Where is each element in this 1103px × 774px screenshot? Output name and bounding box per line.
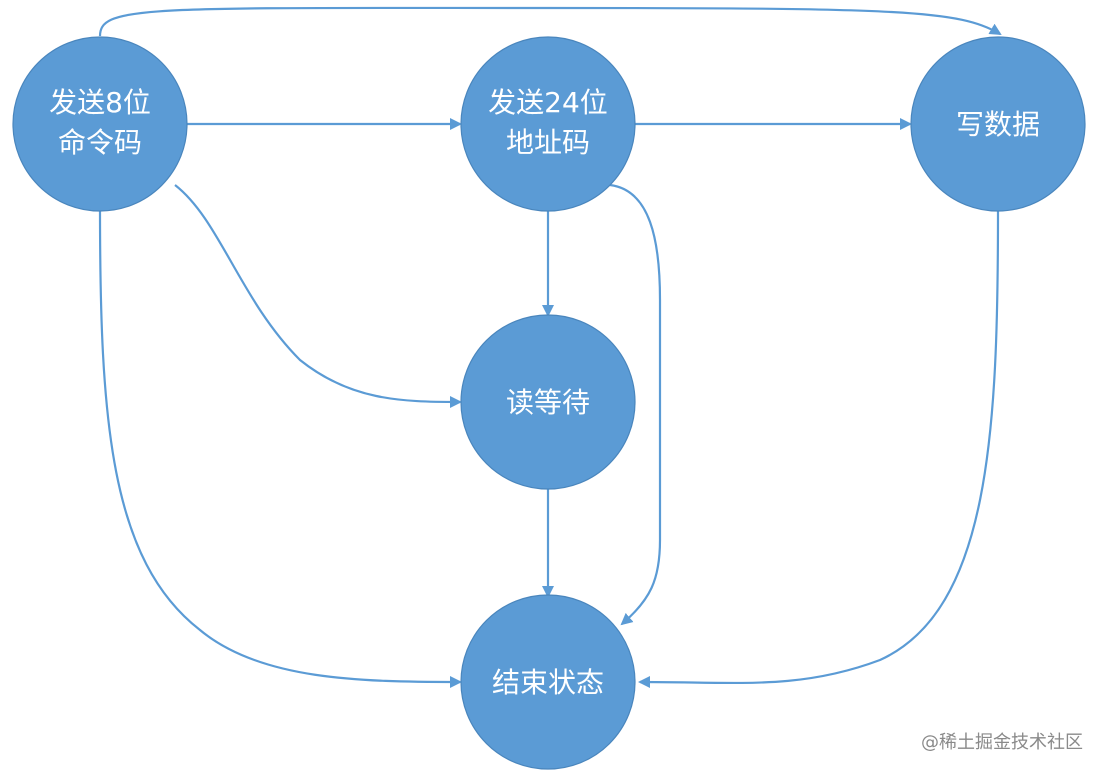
state-end-label: 结束状态 <box>492 666 604 699</box>
edge-write-to-end <box>638 209 1000 689</box>
state-send-command-code-line2: 命令码 <box>58 126 142 159</box>
state-send-command-code: 发送8位 命令码 <box>12 36 188 212</box>
state-read-wait-label: 读等待 <box>506 386 590 419</box>
state-send-address-code-line2: 地址码 <box>506 126 590 159</box>
edge-cmd-to-read-wait <box>174 184 462 408</box>
edge-addr-to-end <box>609 183 662 626</box>
state-write-data: 写数据 <box>910 36 1086 212</box>
edge-cmd-to-end <box>98 207 462 688</box>
edge-cmd-to-write <box>98 6 1002 37</box>
state-write-data-label: 写数据 <box>956 108 1040 141</box>
state-read-wait: 读等待 <box>460 314 636 490</box>
state-end: 结束状态 <box>460 594 636 770</box>
state-send-command-code-line1: 发送8位 <box>49 86 151 119</box>
state-send-address-code: 发送24位 地址码 <box>460 36 636 212</box>
state-send-address-code-line1: 发送24位 <box>488 86 608 119</box>
watermark: @稀土掘金技术社区 <box>921 732 1083 753</box>
